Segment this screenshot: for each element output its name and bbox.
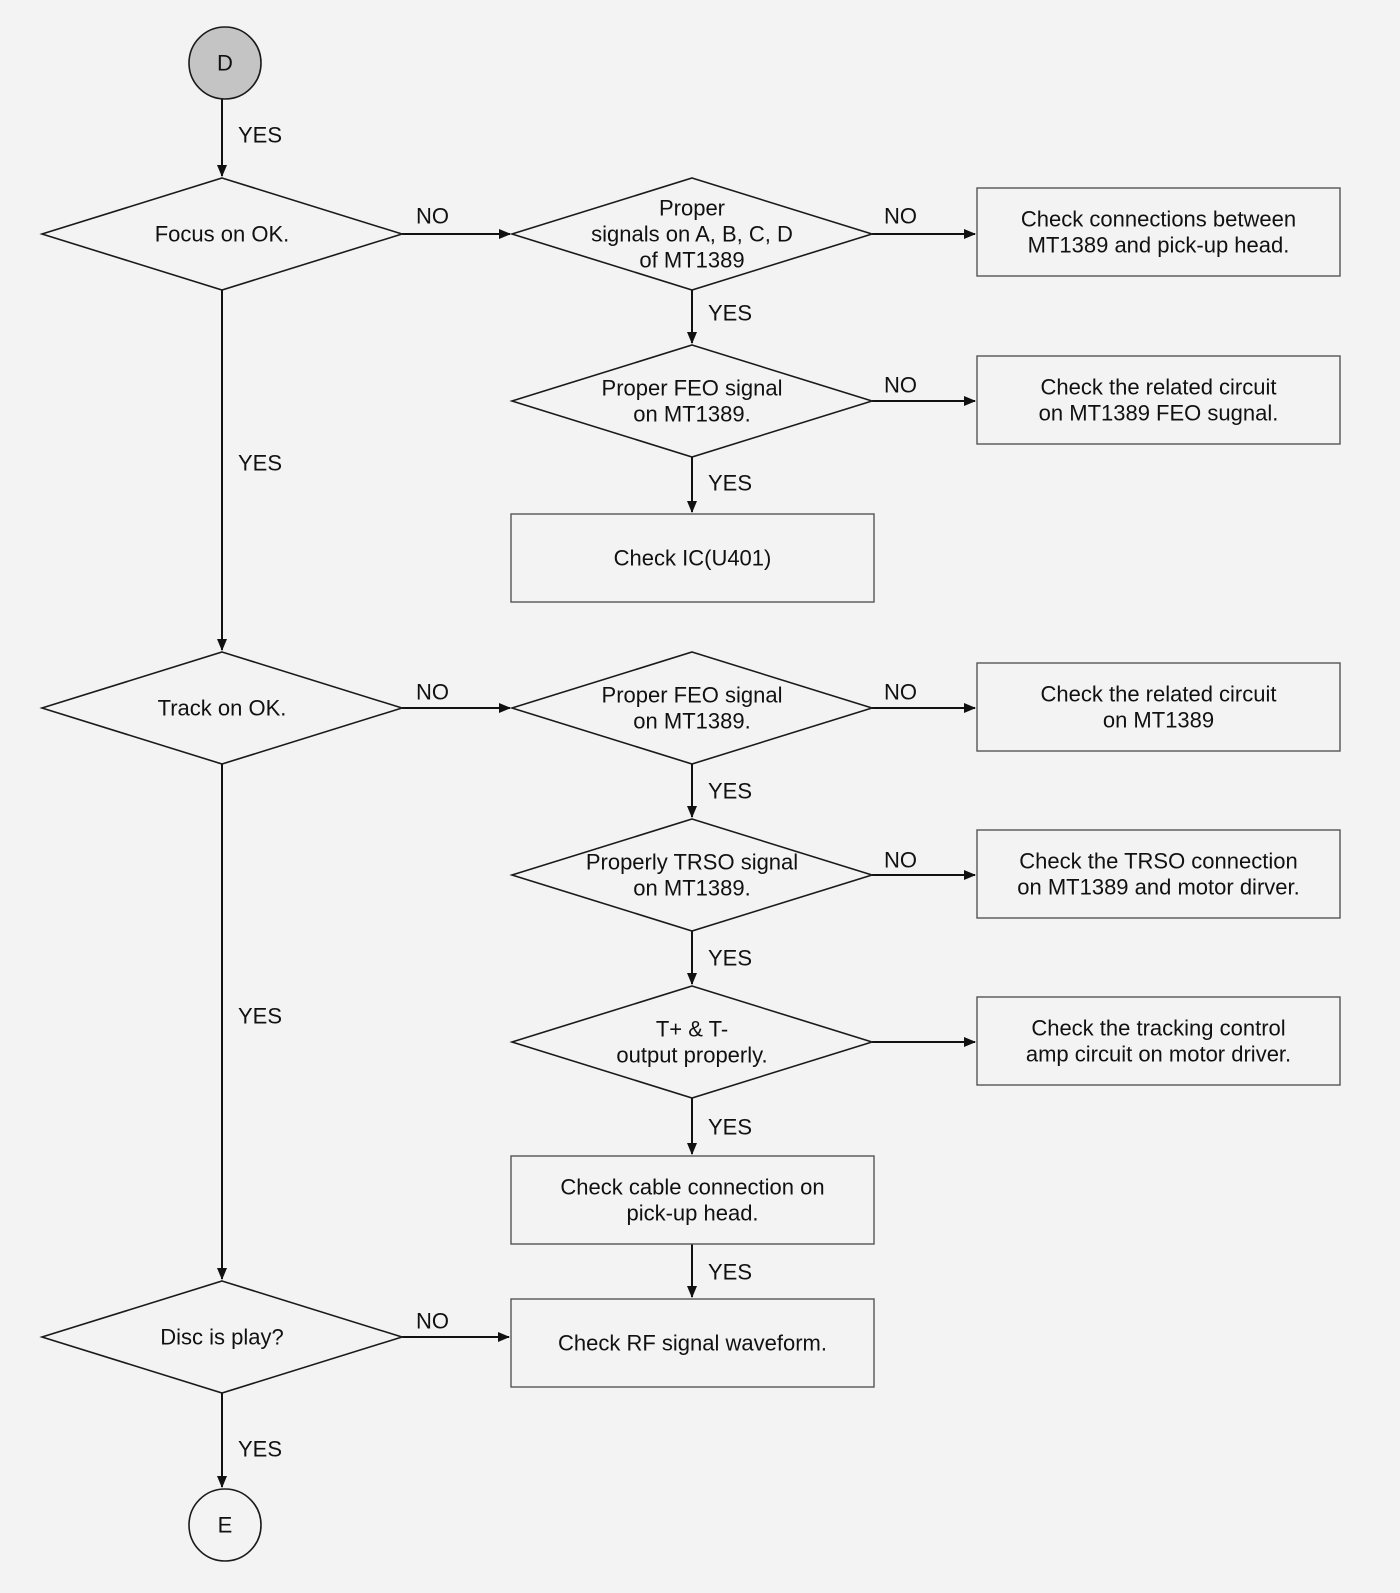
action-check-rf: Check RF signal waveform. xyxy=(510,1298,875,1388)
connector-end-label: E xyxy=(218,1513,233,1538)
action-check-connections-text-line-2: MT1389 and pick-up head. xyxy=(1028,233,1290,258)
action-check-connections-box xyxy=(976,187,1341,277)
edge-track-to-disc-label-yes: YES xyxy=(238,1004,282,1029)
decision-signals-abcd-text-line-3: of MT1389 xyxy=(639,248,744,273)
decision-feo-2-text-line-2: on MT1389. xyxy=(633,709,750,734)
decision-feo-2-shape xyxy=(509,651,875,765)
action-check-feo-circuit-box xyxy=(976,355,1341,445)
decision-signals-abcd-text-line-1: Proper xyxy=(659,196,725,221)
edge-disc-to-rf-label-no: NO xyxy=(416,1309,449,1334)
edge-cable-to-rf-label-yes: YES xyxy=(708,1260,752,1285)
edge-feo2-to-circuit-label-no: NO xyxy=(884,680,917,705)
decision-disc-play-text-line-1: Disc is play? xyxy=(160,1325,283,1350)
connector-end: E xyxy=(188,1488,262,1562)
decision-track-text-line-1: Track on OK. xyxy=(158,696,287,721)
action-check-ic: Check IC(U401) xyxy=(510,513,875,603)
action-check-trso-text-line-2: on MT1389 and motor dirver. xyxy=(1017,875,1299,900)
edge-toutput-to-cable-label-yes: YES xyxy=(708,1115,752,1140)
decision-t-output: T+ & T-output properly. xyxy=(509,985,875,1099)
connector-start-circle xyxy=(188,26,262,100)
decision-disc-play: Disc is play? xyxy=(39,1280,405,1394)
decision-feo-1-text-line-2: on MT1389. xyxy=(633,402,750,427)
decision-track-shape xyxy=(39,651,405,765)
edge-feo1-to-feo-circuit-label-no: NO xyxy=(884,373,917,398)
decision-trso-shape xyxy=(509,818,875,932)
decision-t-output-text-line-1: T+ & T- xyxy=(656,1017,728,1042)
decision-signals-abcd-text-line-2: signals on A, B, C, D xyxy=(591,222,793,247)
action-check-cable-box xyxy=(510,1155,875,1245)
edge-trso-to-trso-check-label-no: NO xyxy=(884,848,917,873)
decision-focus: Focus on OK. xyxy=(39,177,405,291)
edge-trso-to-toutput-label-yes: YES xyxy=(708,946,752,971)
edge-disc-to-end-label-yes: YES xyxy=(238,1437,282,1462)
action-check-cable-text-line-1: Check cable connection on xyxy=(560,1175,824,1200)
action-check-tracking-text-line-2: amp circuit on motor driver. xyxy=(1026,1042,1291,1067)
action-check-feo-circuit-text-line-1: Check the related circuit xyxy=(1041,375,1277,400)
action-check-circuit-mt1389-text-line-2: on MT1389 xyxy=(1103,708,1214,733)
decision-trso-text-line-2: on MT1389. xyxy=(633,876,750,901)
action-check-ic-box xyxy=(510,513,875,603)
decision-feo-2-text-line-1: Proper FEO signal xyxy=(602,683,783,708)
action-check-feo-circuit-text-line-2: on MT1389 FEO sugnal. xyxy=(1039,401,1279,426)
action-check-tracking-box xyxy=(976,996,1341,1086)
decision-track: Track on OK. xyxy=(39,651,405,765)
connector-lines xyxy=(217,99,976,1488)
decision-feo-1-text-line-1: Proper FEO signal xyxy=(602,376,783,401)
action-check-rf-box xyxy=(510,1298,875,1388)
edge-start-to-focus-label-yes: YES xyxy=(238,123,282,148)
action-check-cable-text-line-2: pick-up head. xyxy=(626,1201,758,1226)
decision-focus-text-line-1: Focus on OK. xyxy=(155,222,290,247)
decision-t-output-text-line-2: output properly. xyxy=(616,1043,767,1068)
edge-feo2-to-trso-label-yes: YES xyxy=(708,779,752,804)
edge-focus-to-signals-label-no: NO xyxy=(416,204,449,229)
decision-disc-play-shape xyxy=(39,1280,405,1394)
decision-feo-1-shape xyxy=(509,344,875,458)
decision-focus-shape xyxy=(39,177,405,291)
decision-signals-abcd-shape xyxy=(509,177,875,291)
action-check-tracking-text-line-1: Check the tracking control xyxy=(1031,1016,1285,1041)
action-check-trso-box xyxy=(976,829,1341,919)
action-check-ic-text-line-1: Check IC(U401) xyxy=(614,546,772,571)
edge-labels: YES NO NO YES NO YES YES NO NO YES NO YES YES YES YES N… xyxy=(238,123,917,1462)
action-check-trso-text-line-1: Check the TRSO connection xyxy=(1019,849,1297,874)
decision-t-output-shape xyxy=(509,985,875,1099)
edge-feo1-to-check-ic-label-yes: YES xyxy=(708,471,752,496)
connector-end-circle xyxy=(188,1488,262,1562)
edge-signals-to-connections-label-no: NO xyxy=(884,204,917,229)
action-check-circuit-mt1389-text-line-1: Check the related circuit xyxy=(1041,682,1277,707)
decision-trso-text-line-1: Properly TRSO signal xyxy=(586,850,798,875)
action-check-connections-text-line-1: Check connections between xyxy=(1021,207,1296,232)
action-check-circuit-mt1389-box xyxy=(976,662,1341,752)
edge-focus-to-track-label-yes: YES xyxy=(238,451,282,476)
action-check-rf-text-line-1: Check RF signal waveform. xyxy=(558,1331,827,1356)
connector-start-label: D xyxy=(217,51,233,76)
connector-start: D xyxy=(188,26,262,100)
edge-signals-to-feo1-label-yes: YES xyxy=(708,301,752,326)
edge-track-to-feo2-label-no: NO xyxy=(416,680,449,705)
